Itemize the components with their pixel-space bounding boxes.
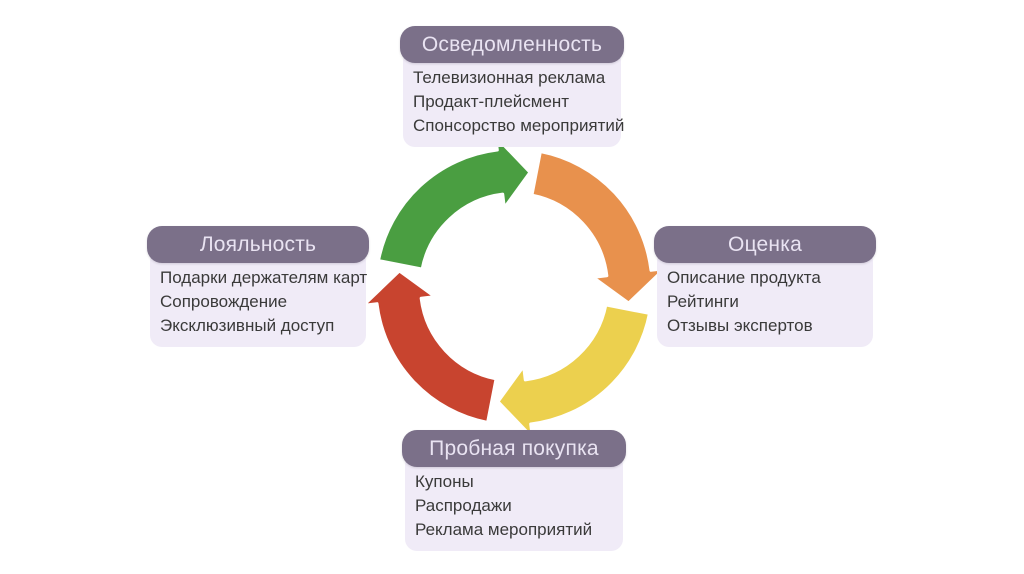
card-awareness: Осведомленность Телевизионная реклама Пр… bbox=[400, 26, 624, 147]
list-item: Спонсорство мероприятий bbox=[413, 116, 625, 135]
cycle-arrow-red bbox=[361, 269, 498, 425]
card-evaluation-title: Оценка bbox=[728, 232, 802, 256]
list-item: Купоны bbox=[415, 472, 474, 491]
card-trial-purchase-header: Пробная покупка bbox=[402, 430, 626, 467]
card-loyalty-body: Подарки держателям карт Сопровождение Эк… bbox=[150, 249, 368, 347]
card-trial-purchase: Пробная покупка Купоны Распродажи Реклам… bbox=[402, 430, 626, 551]
card-loyalty-header: Лояльность bbox=[147, 226, 369, 263]
list-item: Отзывы экспертов bbox=[667, 316, 813, 335]
cycle-arrow-yellow bbox=[496, 303, 652, 440]
card-loyalty: Лояльность Подарки держателям карт Сопро… bbox=[147, 226, 369, 347]
card-evaluation-header: Оценка bbox=[654, 226, 876, 263]
list-item: Распродажи bbox=[415, 496, 512, 515]
list-item: Подарки держателям карт bbox=[160, 268, 368, 287]
card-evaluation: Оценка Описание продукта Рейтинги Отзывы… bbox=[654, 226, 876, 347]
list-item: Сопровождение bbox=[160, 292, 288, 311]
list-item: Телевизионная реклама bbox=[413, 68, 606, 87]
card-trial-purchase-body: Купоны Распродажи Реклама мероприятий bbox=[405, 453, 623, 551]
cycle-arrow-orange bbox=[530, 149, 667, 305]
list-item: Реклама мероприятий bbox=[415, 520, 593, 539]
list-item: Продакт-плейсмент bbox=[413, 92, 570, 111]
card-awareness-title: Осведомленность bbox=[421, 32, 603, 56]
card-awareness-header: Осведомленность bbox=[400, 26, 624, 63]
card-evaluation-body: Описание продукта Рейтинги Отзывы экспер… bbox=[657, 249, 873, 347]
cycle-diagram bbox=[361, 134, 667, 440]
card-awareness-body: Телевизионная реклама Продакт-плейсмент … bbox=[403, 49, 625, 147]
cycle-arrow-green bbox=[376, 134, 532, 271]
card-trial-purchase-title: Пробная покупка bbox=[429, 436, 599, 460]
list-item: Рейтинги bbox=[667, 292, 739, 311]
card-loyalty-title: Лояльность bbox=[199, 232, 317, 256]
list-item: Описание продукта bbox=[667, 268, 821, 287]
list-item: Эксклюзивный доступ bbox=[160, 316, 335, 335]
